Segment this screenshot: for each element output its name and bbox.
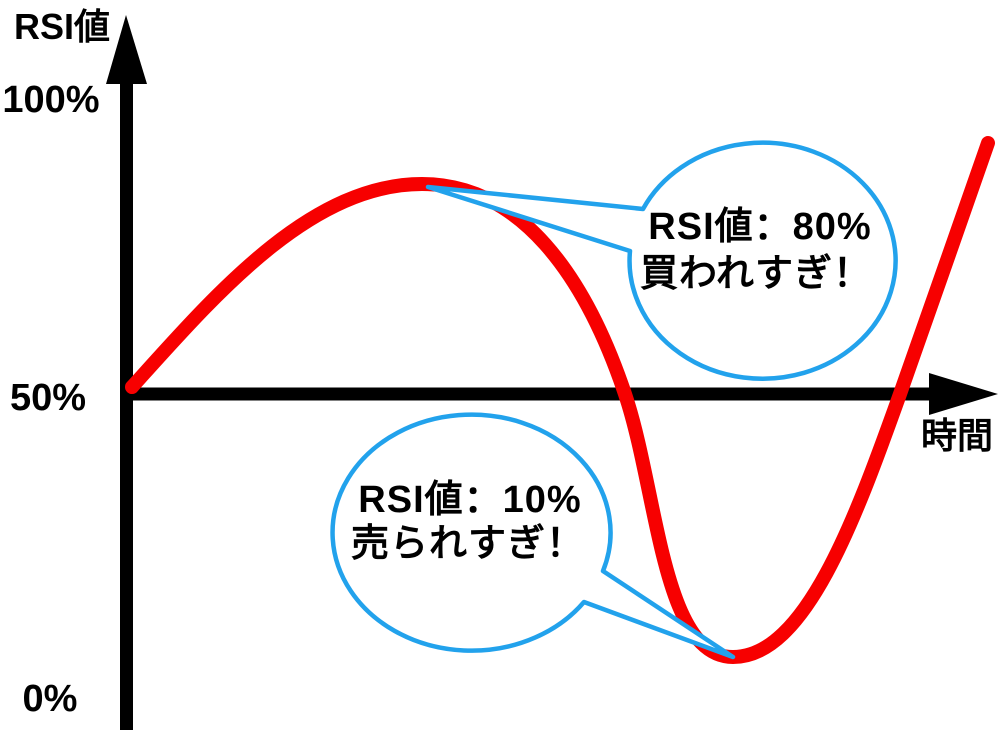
overbought-bubble-value-text: RSI値：80%: [648, 206, 872, 248]
x-axis-title: 時間: [920, 415, 994, 456]
oversold-speech-bubble: [330, 412, 736, 660]
y-tick-0: 0%: [22, 678, 78, 720]
oversold-bubble-value-text: RSI値：10%: [358, 479, 582, 521]
rsi-curve: [125, 136, 995, 665]
overbought-speech-bubble: [425, 140, 898, 381]
x-axis-arrowhead: [929, 373, 998, 415]
y-axis-arrowhead: [106, 15, 147, 84]
oversold-bubble-caption-text: 売られすぎ！: [350, 523, 586, 565]
y-tick-50: 50%: [9, 377, 87, 419]
y-axis-title: RSI値: [13, 6, 111, 47]
overbought-bubble-caption-text: 買われすぎ！: [639, 253, 873, 295]
y-tick-100: 100%: [2, 79, 100, 121]
